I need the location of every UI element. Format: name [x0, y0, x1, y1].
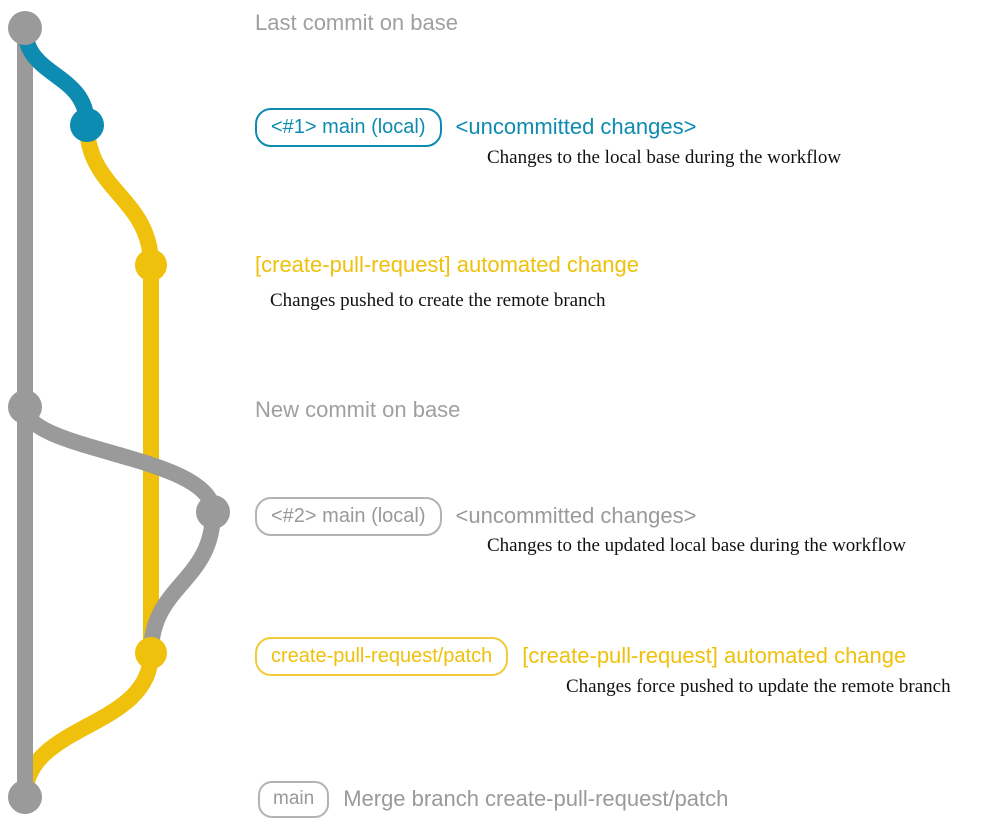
commit-note-patch-2: Changes force pushed to update the remot…: [566, 676, 951, 697]
edge-basenew-to-local2: [17, 399, 221, 520]
commit-node-base-merge[interactable]: [8, 780, 42, 814]
edge-base-to-local1: [17, 20, 95, 133]
commit-row-base-last: Last commit on base: [255, 10, 458, 36]
commit-subject-base-last: Last commit on base: [255, 10, 458, 35]
ref-badge-create-pull-request-patch[interactable]: create-pull-request/patch: [255, 637, 509, 676]
ref-badge-main[interactable]: main: [258, 781, 330, 818]
ref-badge-main-local-2[interactable]: <#2> main (local): [255, 497, 442, 536]
edge-local2-to-patch2: [143, 504, 221, 661]
commit-note-patch-1: Changes pushed to create the remote bran…: [270, 290, 606, 311]
commit-row-patch-2: create-pull-request/patch [create-pull-r…: [255, 637, 906, 676]
commit-subject-local-2: <uncommitted changes>: [455, 503, 697, 528]
commit-node-local-1[interactable]: [70, 108, 104, 142]
commit-note-local-2: Changes to the updated local base during…: [487, 535, 906, 556]
commit-node-patch-1[interactable]: [135, 249, 167, 281]
commit-row-base-new: New commit on base: [255, 397, 460, 423]
edge-local1-to-patch1: [79, 117, 159, 273]
edge-patch2-to-merge: [17, 645, 159, 805]
commit-node-patch-2[interactable]: [135, 637, 167, 669]
commit-row-local-1: <#1> main (local) <uncommitted changes>: [255, 108, 696, 147]
commit-row-merge: main Merge branch create-pull-request/pa…: [258, 781, 728, 818]
ref-badge-main-local-1[interactable]: <#1> main (local): [255, 108, 442, 147]
commit-subject-patch-2: [create-pull-request] automated change: [522, 643, 907, 668]
commit-subject-local-1: <uncommitted changes>: [455, 114, 697, 139]
commit-node-local-2[interactable]: [196, 495, 230, 529]
commit-note-local-1: Changes to the local base during the wor…: [487, 147, 842, 168]
commit-subject-patch-1: [create-pull-request] automated change: [255, 252, 640, 277]
commit-subject-base-new: New commit on base: [255, 397, 461, 422]
commit-subject-merge: Merge branch create-pull-request/patch: [343, 786, 729, 811]
commit-row-local-2: <#2> main (local) <uncommitted changes>: [255, 497, 696, 536]
commit-node-base-last[interactable]: [8, 11, 42, 45]
commit-row-patch-1: [create-pull-request] automated change: [255, 253, 639, 277]
commit-node-base-new[interactable]: [8, 390, 42, 424]
